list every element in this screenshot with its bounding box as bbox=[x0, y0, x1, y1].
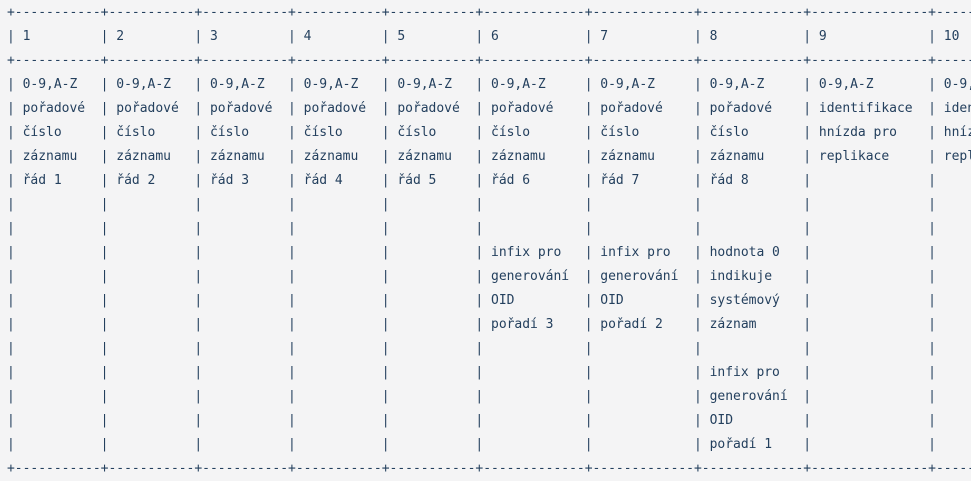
ascii-art-table: +-----------+-----------+-----------+---… bbox=[7, 5, 971, 476]
